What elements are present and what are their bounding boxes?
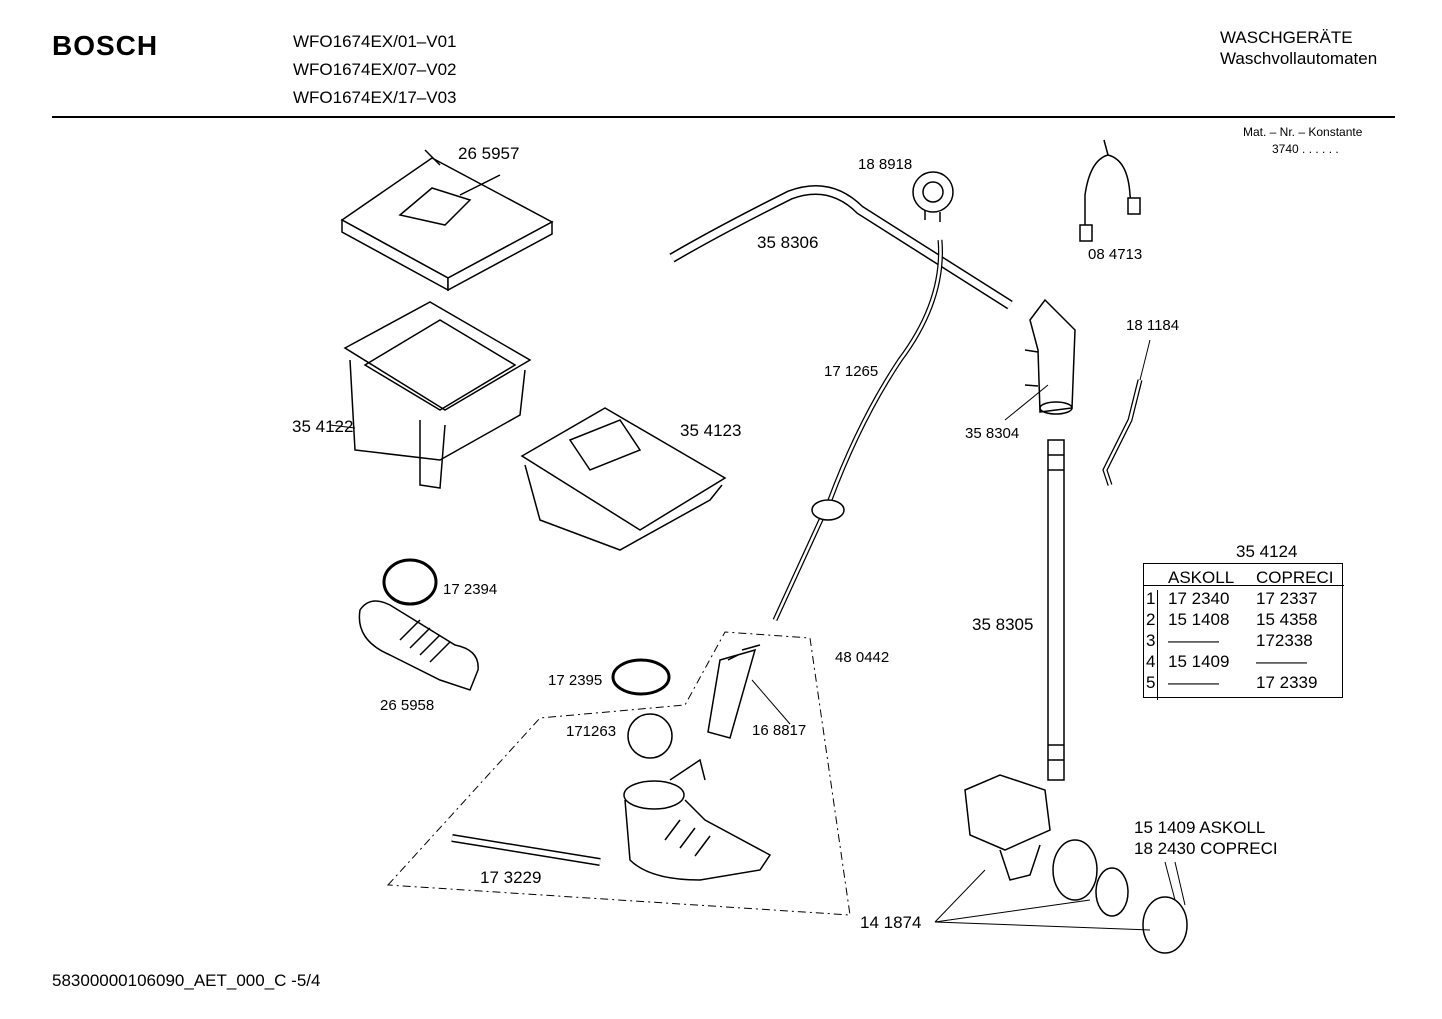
part-354122-shape bbox=[343, 301, 532, 489]
part-358304-shape bbox=[1024, 298, 1076, 415]
table-cell-askoll: 15 1409 bbox=[1168, 652, 1230, 671]
part-label-168817: 16 8817 bbox=[752, 722, 807, 739]
table-row-index: 3 bbox=[1146, 631, 1156, 650]
table-cell-askoll: 15 1408 bbox=[1168, 610, 1230, 629]
part-label-354122: 35 4122 bbox=[292, 417, 354, 436]
model-number-2: WFO1674EX/07–V02 bbox=[293, 60, 457, 79]
part-sump-shape bbox=[623, 758, 772, 881]
part-358305-shape bbox=[1047, 439, 1065, 781]
category-subtitle: Waschvollautomaten bbox=[1220, 49, 1378, 68]
part-label-171265: 17 1265 bbox=[824, 363, 879, 380]
part-pump-shape bbox=[964, 774, 1188, 954]
part-181184-shape bbox=[1102, 379, 1143, 486]
brand-logo: BOSCH bbox=[52, 30, 159, 61]
variant-table-title: 35 4124 bbox=[1236, 542, 1298, 561]
part-354123-shape bbox=[520, 407, 727, 551]
table-cell-copreci: 17 2339 bbox=[1256, 673, 1318, 692]
part-084713-shape bbox=[1079, 139, 1141, 242]
part-173229-shape bbox=[451, 834, 601, 866]
table-row-index: 5 bbox=[1146, 673, 1156, 692]
part-label-141874: 14 1874 bbox=[860, 913, 922, 932]
part-172394-shape bbox=[382, 558, 438, 606]
table-header-copreci: COPRECI bbox=[1256, 568, 1334, 587]
table-header-divider bbox=[1144, 585, 1344, 586]
model-number-1: WFO1674EX/01–V01 bbox=[293, 32, 457, 51]
part-label-358306: 35 8306 bbox=[757, 233, 819, 252]
document-code: 58300000106090_AET_000_C -5/4 bbox=[52, 971, 321, 990]
table-row-index: 2 bbox=[1146, 610, 1156, 629]
part-label-265958: 26 5958 bbox=[380, 697, 435, 714]
table-cell-askoll: 17 2340 bbox=[1168, 589, 1230, 608]
variant-table: ASKOLL COPRECI 1 17 2340 17 2337 2 15 14… bbox=[1143, 563, 1344, 700]
header-divider bbox=[52, 116, 1395, 118]
part-label-480442: 48 0442 bbox=[835, 649, 890, 666]
part-label-188918: 18 8918 bbox=[858, 156, 913, 173]
part-label-151409-askoll: 15 1409 ASKOLL bbox=[1134, 818, 1266, 837]
part-label-172394: 17 2394 bbox=[443, 581, 498, 598]
part-label-358305: 35 8305 bbox=[972, 615, 1034, 634]
table-header-askoll: ASKOLL bbox=[1168, 568, 1235, 587]
mat-label: Mat. – Nr. – Konstante bbox=[1243, 125, 1363, 139]
table-cell-askoll: ——— bbox=[1168, 673, 1219, 692]
table-cell-copreci: 17 2337 bbox=[1256, 589, 1318, 608]
model-number-3: WFO1674EX/17–V03 bbox=[293, 88, 457, 107]
mat-value: 3740 . . . . . . bbox=[1272, 142, 1339, 156]
table-cell-copreci: 172338 bbox=[1256, 631, 1313, 650]
part-265957-shape bbox=[340, 149, 554, 292]
part-168817-shape bbox=[707, 644, 761, 739]
part-172395-shape bbox=[611, 658, 671, 696]
part-label-181184: 18 1184 bbox=[1126, 317, 1180, 334]
table-cell-askoll: ——— bbox=[1168, 631, 1219, 650]
part-label-172395: 17 2395 bbox=[548, 672, 603, 689]
part-label-354123: 35 4123 bbox=[680, 421, 742, 440]
part-171263-shape bbox=[627, 713, 673, 759]
table-cell-copreci: ——— bbox=[1256, 652, 1307, 671]
table-row-index: 4 bbox=[1146, 652, 1156, 671]
table-row-index: 1 bbox=[1146, 589, 1156, 608]
part-label-084713: 08 4713 bbox=[1088, 246, 1143, 263]
part-265958-shape bbox=[358, 600, 479, 691]
category-title: WASCHGERÄTE bbox=[1220, 28, 1353, 47]
part-label-182430-copreci: 18 2430 COPRECI bbox=[1134, 839, 1278, 858]
part-label-173229: 17 3229 bbox=[480, 868, 542, 887]
part-label-358304: 35 8304 bbox=[965, 425, 1020, 442]
part-188918-shape bbox=[912, 171, 954, 222]
table-index-divider bbox=[1157, 590, 1158, 700]
table-cell-copreci: 15 4358 bbox=[1256, 610, 1318, 629]
part-label-265957: 26 5957 bbox=[458, 144, 520, 163]
part-358306-shape bbox=[669, 185, 1013, 310]
part-label-171263: 171263 bbox=[566, 723, 617, 740]
part-171265-shape bbox=[772, 239, 943, 622]
